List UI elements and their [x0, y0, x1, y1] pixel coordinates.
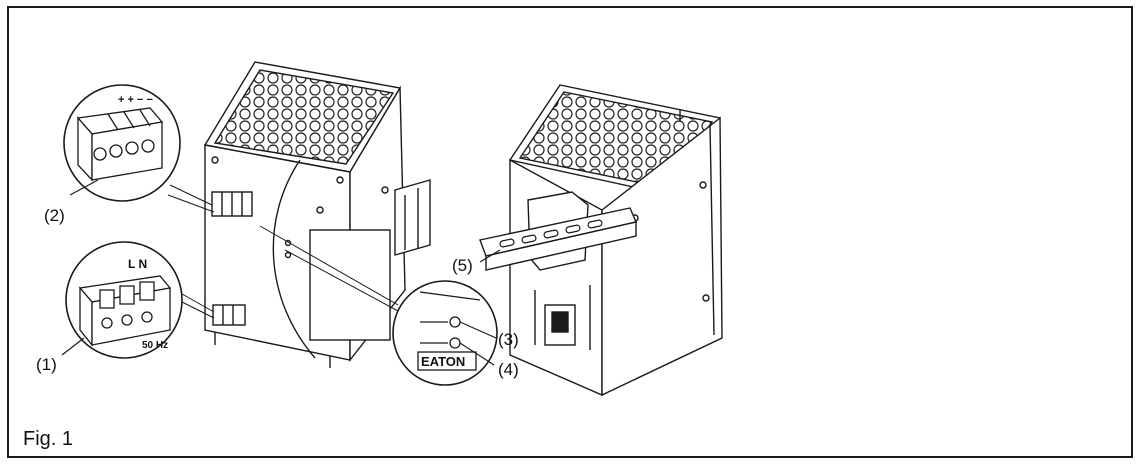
power-supply-front: [203, 61, 431, 368]
zoom-led-panel: [392, 280, 498, 386]
callout-3: (3): [498, 330, 519, 349]
brand-logo: EATON: [421, 354, 465, 369]
figure-frame: [7, 6, 1133, 458]
ac-terminal-label: L N: [128, 257, 147, 271]
callout-4: (4): [498, 360, 519, 379]
dc-polarity-label: + + − −: [118, 94, 153, 106]
callout-5: (5): [452, 256, 473, 275]
ac-freq-label: 50 Hz: [142, 340, 168, 351]
zoom-ac-connector: [65, 241, 183, 359]
power-supply-rear: [479, 84, 723, 397]
callout-2: (2): [44, 206, 65, 225]
callout-1: (1): [36, 355, 57, 374]
zoom-dc-connector: [63, 84, 181, 202]
figure-caption: Fig. 1: [23, 428, 74, 450]
